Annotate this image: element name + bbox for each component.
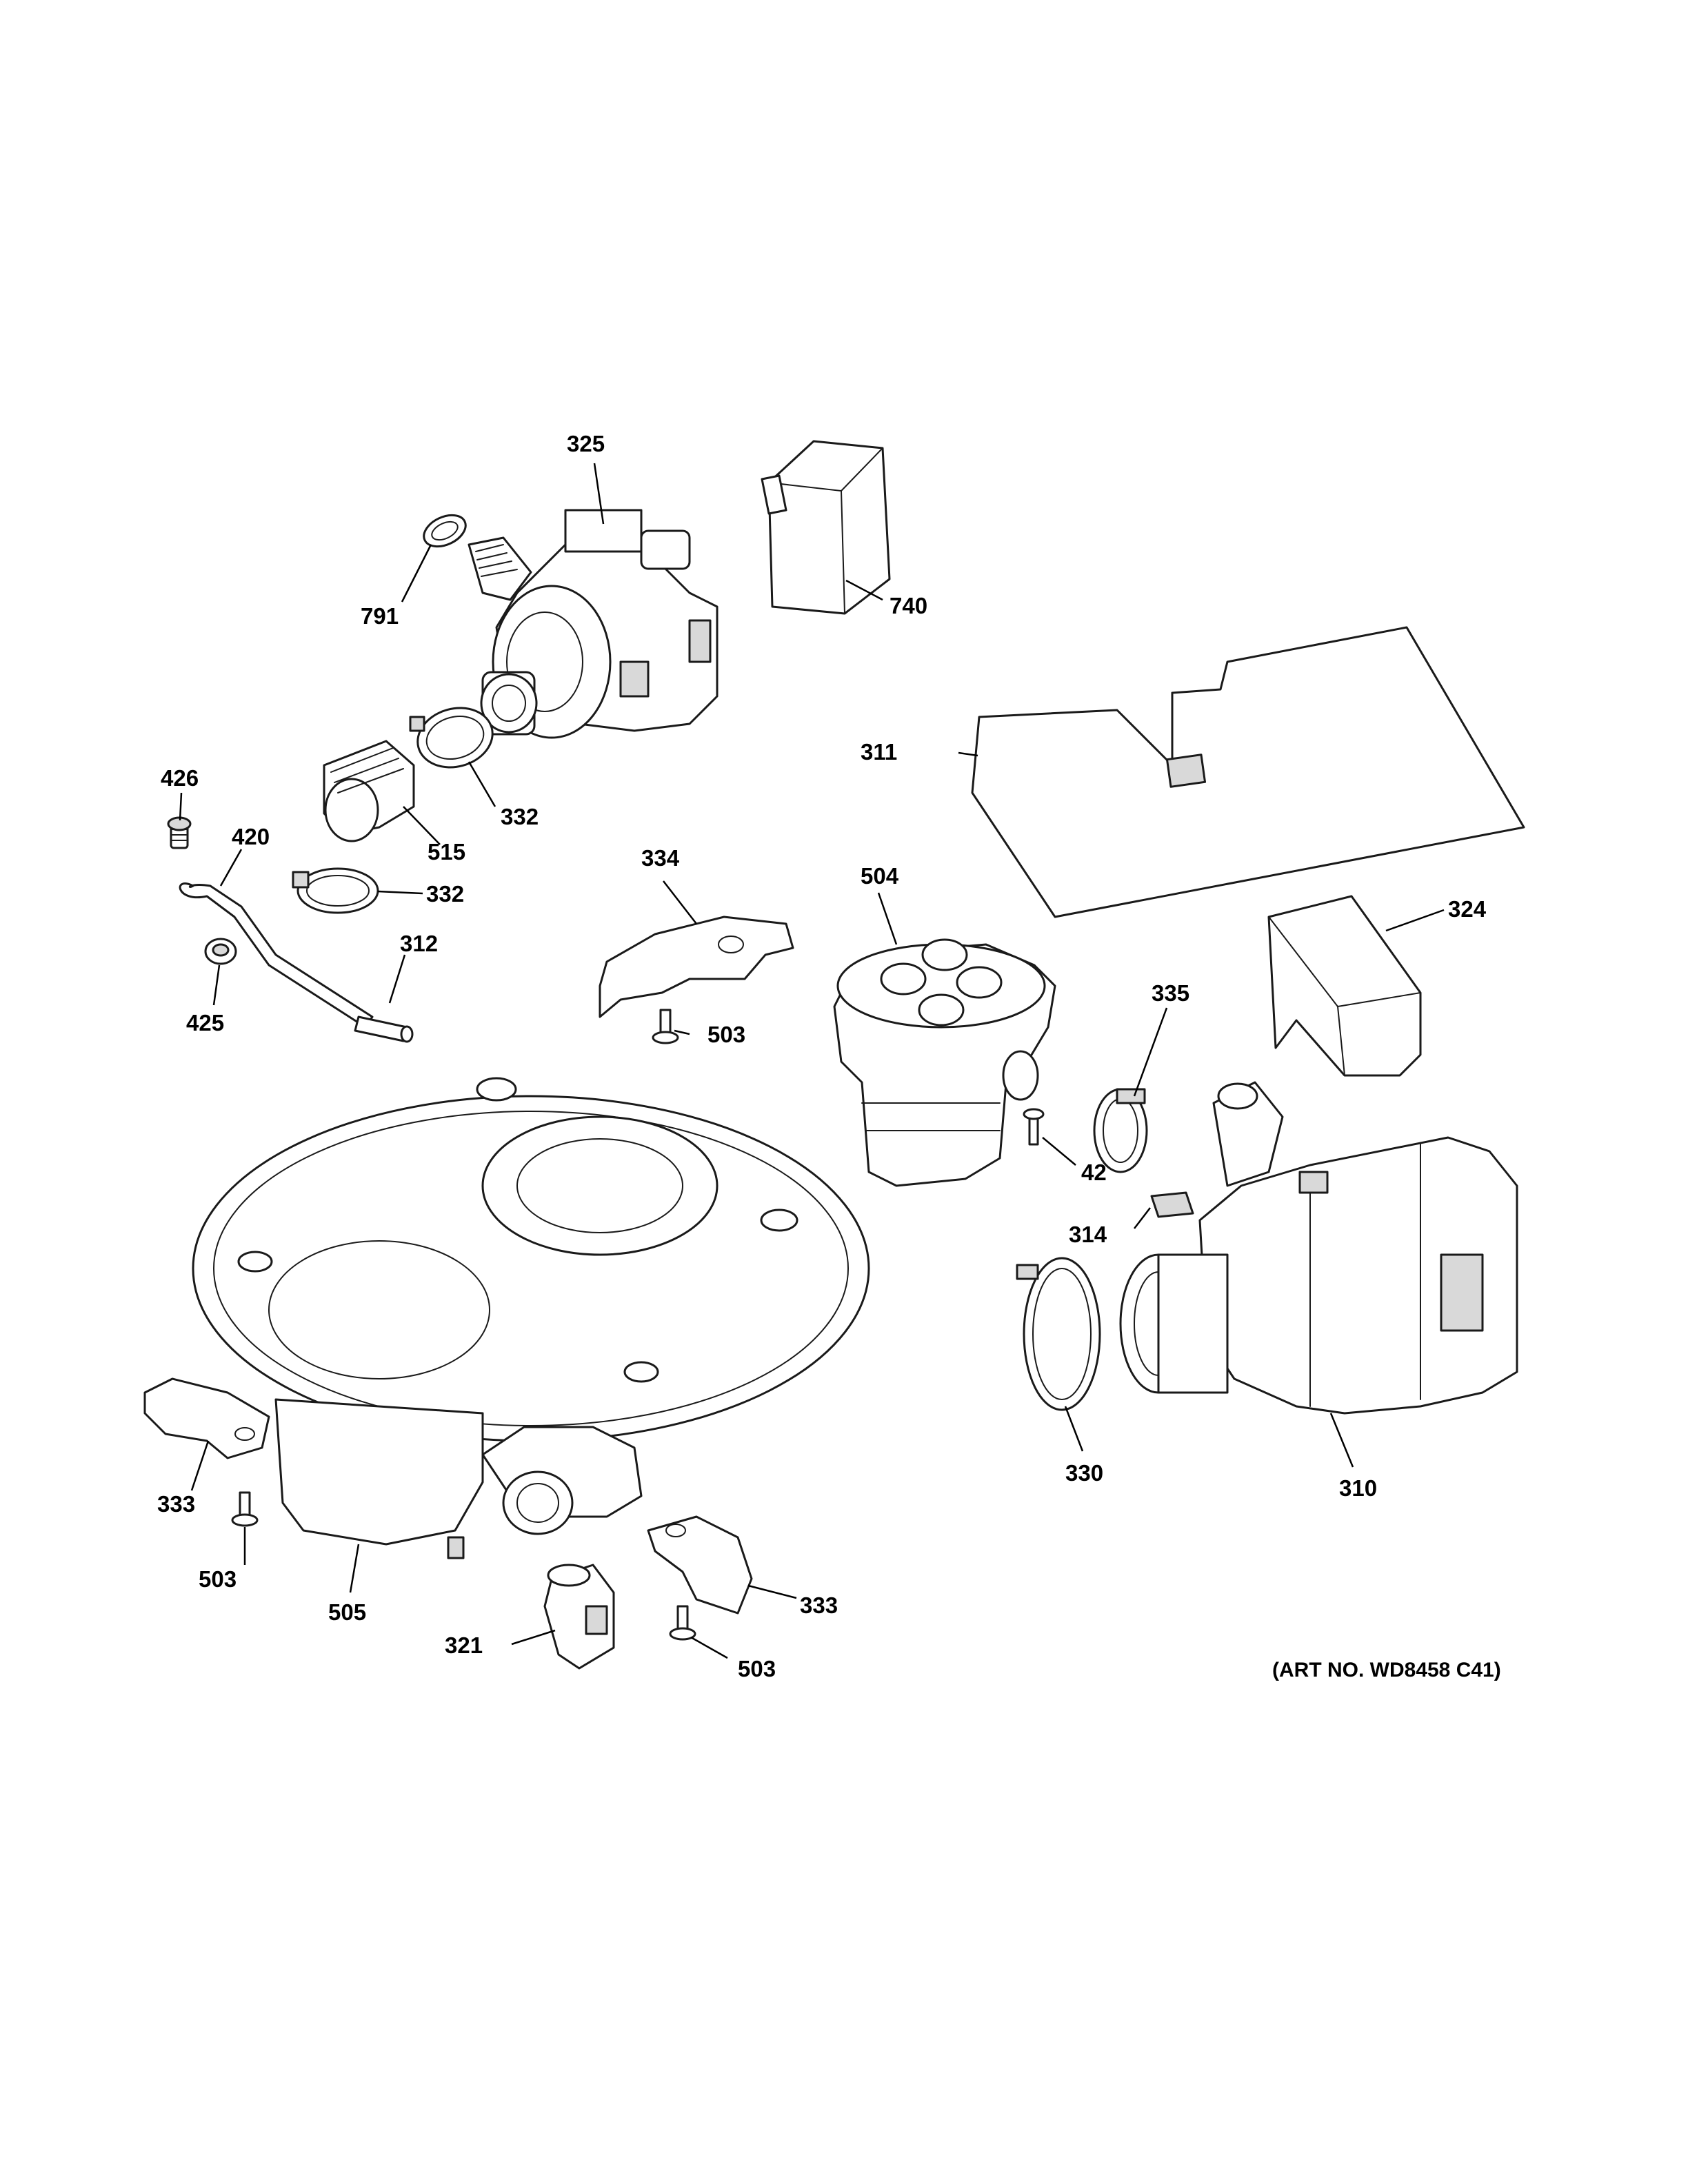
part-503-screw-b: [231, 1491, 259, 1527]
part-335-clamp: [1093, 1088, 1148, 1173]
part-332-clamp-upper: [409, 707, 494, 769]
callout-332-upper: 332: [501, 804, 539, 829]
callout-505: 505: [328, 1599, 366, 1625]
part-503-screw-c: [669, 1605, 696, 1641]
part-324-shield: [1267, 895, 1422, 1077]
part-740-cover: [761, 440, 891, 615]
part-310-wash-pump: [1119, 1081, 1518, 1415]
callout-333-right: 333: [800, 1593, 838, 1618]
part-333-bracket-left: [143, 1377, 270, 1459]
callout-420: 420: [232, 824, 270, 849]
part-314-pad: [1150, 1191, 1194, 1218]
callout-740: 740: [890, 593, 927, 618]
callout-335: 335: [1152, 980, 1189, 1006]
callout-310: 310: [1339, 1475, 1377, 1501]
callout-334: 334: [641, 845, 680, 871]
part-791-clamp: [423, 514, 467, 548]
part-334-bracket: [599, 916, 794, 1018]
part-504-diverter: [833, 938, 1056, 1187]
part-515-hose: [323, 740, 415, 842]
callout-321: 321: [445, 1632, 483, 1658]
callout-504: 504: [861, 863, 899, 889]
callout-332-lower: 332: [426, 881, 464, 907]
part-312-tube-end: [354, 1015, 414, 1043]
callout-314: 314: [1069, 1222, 1107, 1247]
callout-325: 325: [567, 431, 605, 456]
part-332-clamp-lower: [292, 867, 379, 914]
callout-425: 425: [186, 1010, 224, 1035]
callout-426: 426: [161, 765, 199, 791]
callout-515: 515: [428, 839, 465, 865]
callout-503-b: 503: [199, 1566, 237, 1592]
art-number: (ART NO. WD8458 C41): [1272, 1659, 1501, 1681]
part-311-insulation-pad: [971, 626, 1525, 918]
part-420-vent-tube: [179, 882, 374, 1029]
callout-311: 311: [861, 739, 897, 765]
part-42-screw: [1023, 1108, 1045, 1146]
callout-labels: 325 791 740 311 426 420 425 515 332 332 …: [157, 431, 1487, 1681]
part-325-pump-motor: [468, 509, 719, 739]
part-321-sensor: [543, 1564, 615, 1670]
part-330-clamp: [1016, 1257, 1101, 1411]
callout-312: 312: [400, 931, 438, 956]
part-505-sump: [192, 1077, 870, 1559]
callout-791: 791: [361, 603, 399, 629]
callout-330: 330: [1065, 1460, 1103, 1486]
part-333-bracket-right: [647, 1515, 753, 1615]
callout-503-a: 503: [707, 1022, 745, 1047]
part-503-screw-a: [652, 1009, 679, 1044]
part-425-grommet: [204, 938, 237, 965]
callout-324: 324: [1448, 896, 1487, 922]
leader-lines: [179, 463, 1445, 1659]
part-426-screw: [167, 816, 192, 849]
callout-42: 42: [1081, 1160, 1107, 1185]
callout-503-c: 503: [738, 1656, 776, 1681]
callout-333-left: 333: [157, 1491, 195, 1517]
